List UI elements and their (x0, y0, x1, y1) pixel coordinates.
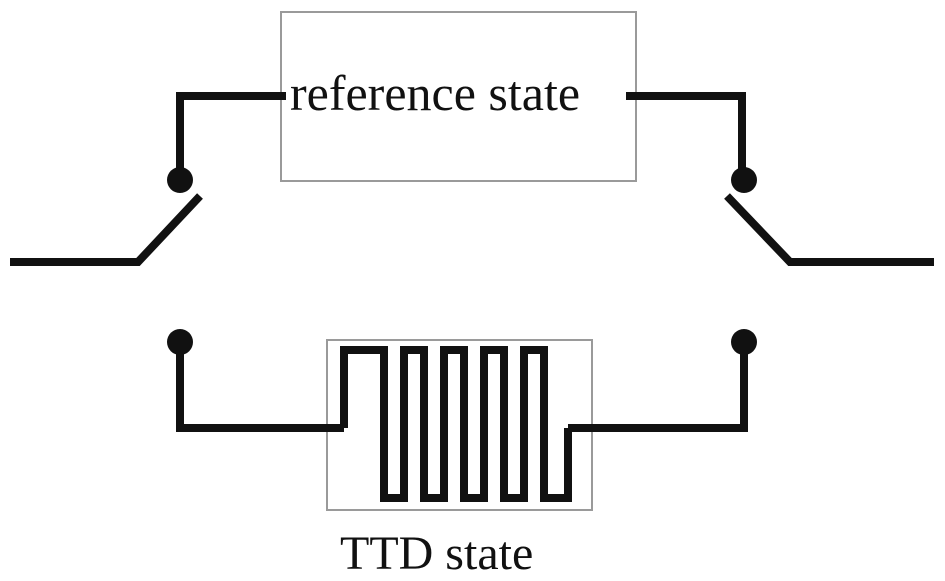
reference-path-wire-right (626, 92, 746, 176)
input-line-with-switch-arm (10, 193, 203, 266)
meander-delay-line (340, 346, 572, 502)
reference-path-wire (176, 92, 290, 176)
reference-state-label: reference state (286, 66, 585, 120)
ttd-right-lead (568, 342, 748, 432)
left-switch-upper-terminal (167, 167, 193, 193)
ttd-state-label: TTD state (340, 527, 534, 580)
ttd-left-lead (176, 342, 344, 432)
ttd-state-box (326, 339, 593, 511)
output-line-with-switch-arm (724, 193, 934, 266)
right-switch-upper-terminal (731, 167, 757, 193)
